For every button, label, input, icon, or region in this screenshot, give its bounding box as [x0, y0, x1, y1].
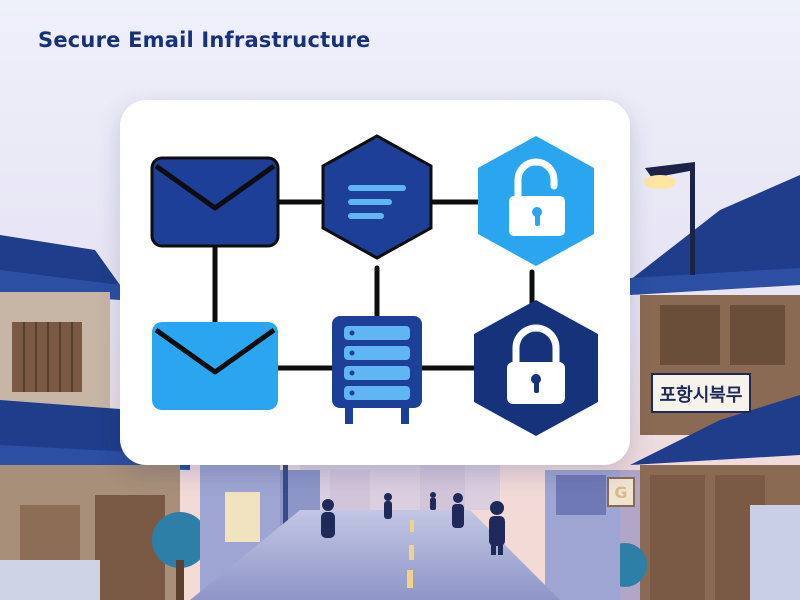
network-diagram-card: [120, 100, 630, 465]
locked-padlock-icon: [474, 300, 598, 436]
server-rack-icon: [332, 316, 422, 424]
right-shop: G: [545, 470, 635, 600]
pedestrians: [321, 492, 505, 555]
network-diagram: [150, 134, 598, 436]
page-title: Secure Email Infrastructure: [38, 28, 371, 52]
document-lines-icon: [321, 134, 433, 260]
shop-sign-letter: G: [614, 483, 627, 502]
street-road: [190, 510, 560, 600]
diagram-connectors: [212, 199, 535, 371]
road-markings: [407, 520, 414, 588]
mail-envelope-icon: [150, 156, 280, 248]
left-hanok-houses: [0, 235, 208, 600]
mail-envelope-icon: [152, 322, 278, 410]
street-sign: 포항시북무: [651, 373, 751, 413]
unlocked-padlock-icon: [478, 136, 594, 266]
street-sign-text: 포항시북무: [660, 385, 743, 406]
